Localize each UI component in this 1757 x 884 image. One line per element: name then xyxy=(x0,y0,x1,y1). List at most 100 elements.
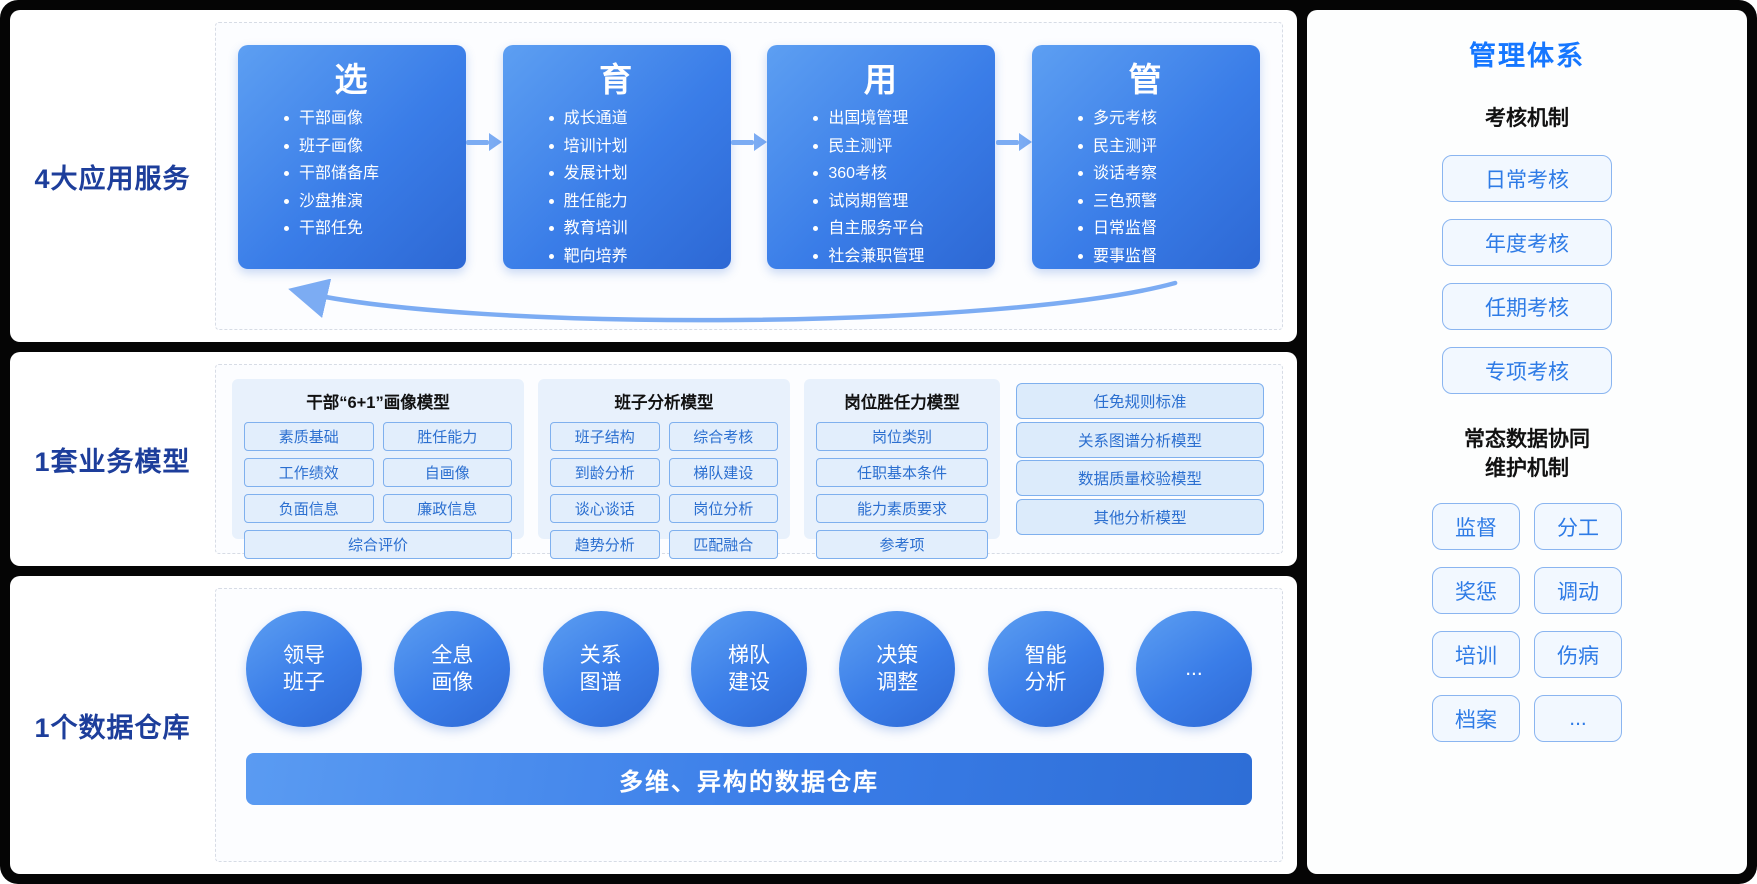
model-group-title: 干部“6+1”画像模型 xyxy=(306,394,450,412)
maintenance-button: 伤病 xyxy=(1534,631,1622,679)
model-pill: 匹配融合 xyxy=(668,530,778,559)
return-arrow-icon xyxy=(246,278,1222,325)
warehouse-inner-panel: 领导 班子全息 画像关系 图谱梯队 建设决策 调整智能 分析... 多维、异构的… xyxy=(215,588,1283,862)
arrow-right-icon xyxy=(730,133,767,151)
model-extra-pills: 任免规则标准关系图谱分析模型数据质量校验模型其他分析模型 xyxy=(1014,379,1266,539)
flow-box-item: 谈话考察 xyxy=(1077,160,1260,188)
model-pills: 岗位类别任职基本条件能力素质要求参考项 xyxy=(816,422,988,559)
flow-box-item: 民主测评 xyxy=(1077,133,1260,161)
flow-box-item: 社会兼职管理 xyxy=(813,243,995,271)
warehouse-circle: ... xyxy=(1135,611,1252,727)
assessment-button: 年度考核 xyxy=(1442,219,1612,267)
model-pill: 廉政信息 xyxy=(382,494,512,523)
assessment-list: 日常考核年度考核任期考核专项考核 xyxy=(1442,155,1612,395)
model-pill: 数据质量校验模型 xyxy=(1016,460,1264,497)
warehouse-circle: 智能 分析 xyxy=(987,611,1104,727)
flow-box-items: 干部画像班子画像干部储备库沙盘推演干部任免 xyxy=(238,105,466,243)
flow-box-title: 管 xyxy=(1128,61,1164,98)
maintenance-button: 监督 xyxy=(1432,503,1520,551)
section-warehouse: 1个数据仓库 领导 班子全息 画像关系 图谱梯队 建设决策 调整智能 分析...… xyxy=(10,576,1297,874)
section-label-warehouse: 1个数据仓库 xyxy=(34,712,191,743)
maintenance-button: 培训 xyxy=(1432,631,1520,679)
flow-box-item: 民主测评 xyxy=(813,133,995,161)
model-pill: 谈心谈话 xyxy=(550,494,660,523)
flow-box-item: 班子画像 xyxy=(284,133,466,161)
flow-box-items: 成长通道培训计划发展计划胜任能力教育培训靶向培养 xyxy=(503,105,731,270)
flow-box-item: 多元考核 xyxy=(1077,105,1260,133)
flow-box-item: 培训计划 xyxy=(548,133,731,161)
model-group-title: 班子分析模型 xyxy=(614,394,714,412)
warehouse-circle: 领导 班子 xyxy=(246,611,362,727)
assessment-button: 专项考核 xyxy=(1442,347,1612,395)
warehouse-circle: 关系 图谱 xyxy=(542,611,659,727)
model-group-team: 班子分析模型 班子结构综合考核到龄分析梯队建设谈心谈话岗位分析趋势分析匹配融合 xyxy=(538,379,790,559)
section-label-models: 1套业务模型 xyxy=(34,446,191,477)
management-sidebar: 管理体系 考核机制 日常考核年度考核任期考核专项考核 常态数据协同 维护机制 监… xyxy=(1307,10,1747,874)
model-pill: 综合考核 xyxy=(668,422,778,451)
models-row: 干部“6+1”画像模型 素质基础胜任能力工作绩效自画像负面信息廉政信息综合评价 … xyxy=(216,365,1282,559)
warehouse-circles: 领导 班子全息 画像关系 图谱梯队 建设决策 调整智能 分析... xyxy=(246,611,1252,727)
flow-box-item: 沙盘推演 xyxy=(284,188,466,216)
flow-box-item: 干部储备库 xyxy=(284,160,466,188)
flow-box-item: 干部任免 xyxy=(284,215,466,243)
data-warehouse-bar: 多维、异构的数据仓库 xyxy=(246,753,1252,805)
flow-box-item: 试岗期管理 xyxy=(813,188,995,216)
flow-box-title: 选 xyxy=(334,61,370,98)
flow-box-select: 选 干部画像班子画像干部储备库沙盘推演干部任免 xyxy=(238,45,466,269)
arrow-right-icon xyxy=(466,133,503,151)
assessment-button: 日常考核 xyxy=(1442,155,1612,203)
flow-box-item: 360考核 xyxy=(813,160,995,188)
flow-box-items: 多元考核民主测评谈话考察三色预警日常监督要事监督 xyxy=(1032,105,1260,270)
maintenance-button: 档案 xyxy=(1432,695,1520,743)
left-column: 4大应用服务 选 干部画像班子画像干部储备库沙盘推演干部任免 育 xyxy=(10,10,1297,874)
flow-box-item: 三色预警 xyxy=(1077,188,1260,216)
warehouse-circle: 全息 画像 xyxy=(394,611,511,727)
sidebar-title: 管理体系 xyxy=(1469,41,1585,71)
model-pill: 综合评价 xyxy=(244,530,512,559)
model-pill: 能力素质要求 xyxy=(816,494,988,523)
maintenance-button: 奖惩 xyxy=(1432,567,1520,615)
flow-box-item: 要事监督 xyxy=(1077,243,1260,271)
flow-box-title: 育 xyxy=(599,61,635,98)
warehouse-circle: 决策 调整 xyxy=(839,611,956,727)
model-pill: 岗位分析 xyxy=(668,494,778,523)
maintenance-button: ... xyxy=(1534,695,1622,743)
flow-box-item: 出国境管理 xyxy=(813,105,995,133)
model-pill: 任免规则标准 xyxy=(1016,383,1264,419)
flow-box-manage: 管 多元考核民主测评谈话考察三色预警日常监督要事监督 xyxy=(1031,45,1260,270)
flow-box-item: 日常监督 xyxy=(1077,215,1260,243)
model-pill: 胜任能力 xyxy=(382,422,512,451)
models-inner-panel: 干部“6+1”画像模型 素质基础胜任能力工作绩效自画像负面信息廉政信息综合评价 … xyxy=(215,364,1283,559)
assessment-button: 任期考核 xyxy=(1442,283,1612,331)
model-pill: 工作绩效 xyxy=(244,458,374,487)
flow-box-item: 教育培训 xyxy=(548,215,731,243)
maintenance-grid: 监督分工奖惩调动培训伤病档案... xyxy=(1432,503,1622,743)
assessment-heading: 考核机制 xyxy=(1485,107,1569,130)
flow-box-item: 成长通道 xyxy=(548,105,731,133)
section-services: 4大应用服务 选 干部画像班子画像干部储备库沙盘推演干部任免 育 xyxy=(10,10,1297,342)
model-pill: 负面信息 xyxy=(244,494,374,523)
model-group-title: 岗位胜任力模型 xyxy=(844,394,960,412)
model-pill: 到龄分析 xyxy=(550,458,660,487)
model-group-competency: 岗位胜任力模型 岗位类别任职基本条件能力素质要求参考项 xyxy=(804,379,1000,559)
section-label-services: 4大应用服务 xyxy=(34,163,191,194)
flow-box-cultivate: 育 成长通道培训计划发展计划胜任能力教育培训靶向培养 xyxy=(502,45,731,270)
maintenance-button: 调动 xyxy=(1534,567,1622,615)
model-pill: 关系图谱分析模型 xyxy=(1016,421,1264,458)
model-pill: 素质基础 xyxy=(244,422,374,451)
model-pill: 参考项 xyxy=(816,530,988,559)
section-models: 1套业务模型 干部“6+1”画像模型 素质基础胜任能力工作绩效自画像负面信息廉政… xyxy=(10,352,1297,566)
warehouse-circle: 梯队 建设 xyxy=(690,611,807,727)
model-pills: 素质基础胜任能力工作绩效自画像负面信息廉政信息综合评价 xyxy=(244,422,512,559)
model-pill: 班子结构 xyxy=(550,422,660,451)
model-pill: 趋势分析 xyxy=(550,530,660,559)
model-pill: 其他分析模型 xyxy=(1016,498,1264,535)
flow-box-item: 自主服务平台 xyxy=(813,215,995,243)
model-pill: 自画像 xyxy=(382,458,512,487)
arrow-right-icon xyxy=(995,133,1032,151)
model-group-portrait: 干部“6+1”画像模型 素质基础胜任能力工作绩效自画像负面信息廉政信息综合评价 xyxy=(232,379,524,559)
flow-box-item: 发展计划 xyxy=(548,160,731,188)
